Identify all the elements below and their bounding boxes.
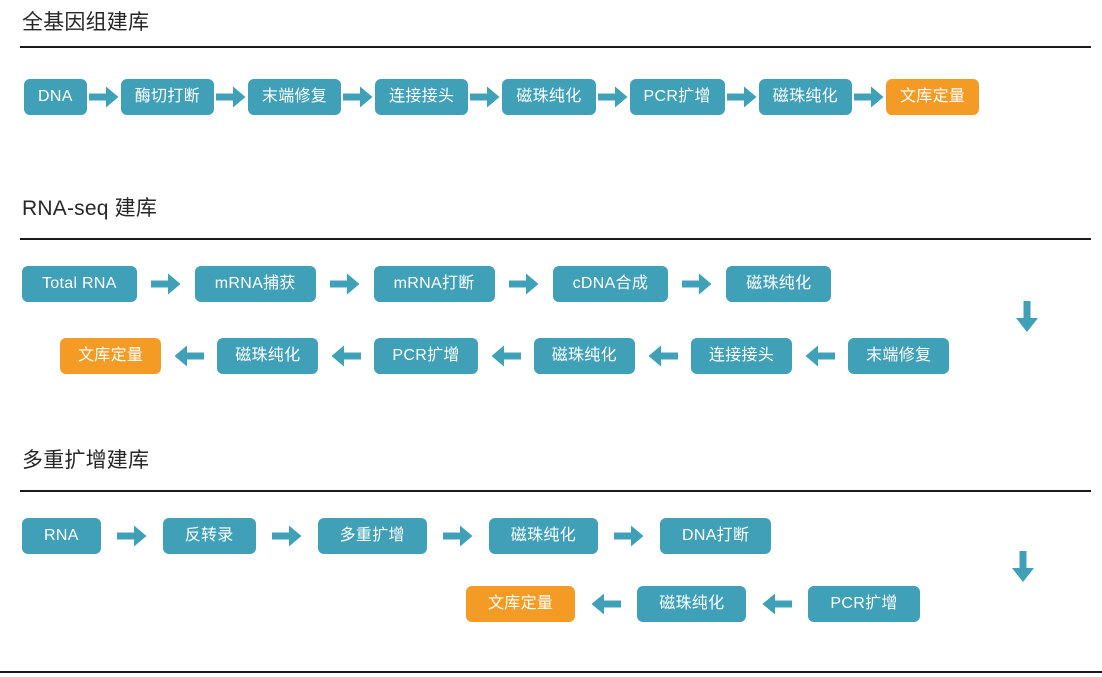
arrow-right-icon bbox=[316, 266, 374, 302]
arrow-right-icon bbox=[101, 518, 163, 554]
arrow-right-icon bbox=[87, 79, 121, 115]
flow-node[interactable]: mRNA打断 bbox=[373, 266, 495, 302]
arrow-down-icon bbox=[1003, 550, 1043, 584]
flow-node[interactable]: 磁珠纯化 bbox=[758, 79, 852, 115]
flow-node[interactable]: 磁珠纯化 bbox=[637, 586, 747, 622]
flow-node[interactable]: 连接接头 bbox=[690, 338, 793, 374]
flow-node[interactable]: 磁珠纯化 bbox=[726, 266, 832, 302]
title-divider bbox=[20, 490, 1091, 492]
flow-node[interactable]: 酶切打断 bbox=[120, 79, 214, 115]
arrow-left-icon bbox=[792, 338, 848, 374]
flow-node[interactable]: PCR扩增 bbox=[808, 586, 920, 622]
arrow-right-icon bbox=[341, 79, 375, 115]
arrow-left-icon bbox=[635, 338, 691, 374]
flow-row-reverse: 文库定量 磁珠纯化 PCR扩增 磁珠纯化 连接接头 末端修复 bbox=[60, 338, 950, 374]
section-title: RNA-seq 建库 bbox=[22, 197, 158, 220]
arrow-right-icon bbox=[596, 79, 630, 115]
arrow-left-icon bbox=[746, 586, 808, 622]
title-divider bbox=[20, 238, 1091, 240]
title-divider bbox=[20, 46, 1091, 48]
arrow-right-icon bbox=[495, 266, 553, 302]
flow-node[interactable]: 多重扩增 bbox=[317, 518, 427, 554]
arrow-left-icon bbox=[318, 338, 374, 374]
page-bottom-divider bbox=[0, 671, 1102, 673]
arrow-left-icon bbox=[575, 586, 637, 622]
flow-node[interactable]: 磁珠纯化 bbox=[217, 338, 319, 374]
flow-node[interactable]: RNA bbox=[22, 518, 101, 554]
flow-node[interactable]: mRNA捕获 bbox=[194, 266, 316, 302]
flow-node[interactable]: PCR扩增 bbox=[374, 338, 478, 374]
flow-row-reverse: 文库定量 磁珠纯化 PCR扩增 bbox=[466, 586, 920, 622]
arrow-right-icon bbox=[214, 79, 248, 115]
arrow-right-icon bbox=[598, 518, 660, 554]
arrow-down-icon bbox=[1007, 300, 1047, 334]
arrow-left-icon bbox=[478, 338, 534, 374]
flow-node[interactable]: 磁珠纯化 bbox=[502, 79, 596, 115]
flow-node[interactable]: 文库定量 bbox=[885, 79, 980, 115]
flow-node[interactable]: 文库定量 bbox=[466, 586, 576, 622]
flow-node[interactable]: 文库定量 bbox=[60, 338, 162, 374]
flow-node[interactable]: 连接接头 bbox=[375, 79, 469, 115]
flow-node[interactable]: 磁珠纯化 bbox=[533, 338, 635, 374]
section-title: 多重扩增建库 bbox=[22, 449, 150, 472]
flow-node[interactable]: DNA bbox=[24, 79, 87, 115]
arrow-right-icon bbox=[668, 266, 726, 302]
flow-row-forward: Total RNA mRNA捕获 mRNA打断 cDNA合成 磁珠纯化 bbox=[22, 266, 832, 302]
arrow-right-icon bbox=[427, 518, 489, 554]
arrow-right-icon bbox=[256, 518, 318, 554]
arrow-right-icon bbox=[725, 79, 759, 115]
flow-node[interactable]: 末端修复 bbox=[247, 79, 342, 115]
arrow-left-icon bbox=[161, 338, 217, 374]
flow-row-forward: RNA 反转录 多重扩增 磁珠纯化 DNA打断 bbox=[22, 518, 772, 554]
flow-node[interactable]: 磁珠纯化 bbox=[488, 518, 598, 554]
flow-node[interactable]: 反转录 bbox=[162, 518, 256, 554]
flow-node[interactable]: PCR扩增 bbox=[629, 79, 725, 115]
arrow-right-icon bbox=[852, 79, 886, 115]
flow-node[interactable]: cDNA合成 bbox=[552, 266, 669, 302]
flow-node[interactable]: 末端修复 bbox=[848, 338, 950, 374]
flow-node[interactable]: DNA打断 bbox=[660, 518, 772, 554]
flow-node[interactable]: Total RNA bbox=[22, 266, 137, 302]
section-title: 全基因组建库 bbox=[22, 11, 150, 34]
arrow-right-icon bbox=[468, 79, 502, 115]
arrow-right-icon bbox=[137, 266, 195, 302]
